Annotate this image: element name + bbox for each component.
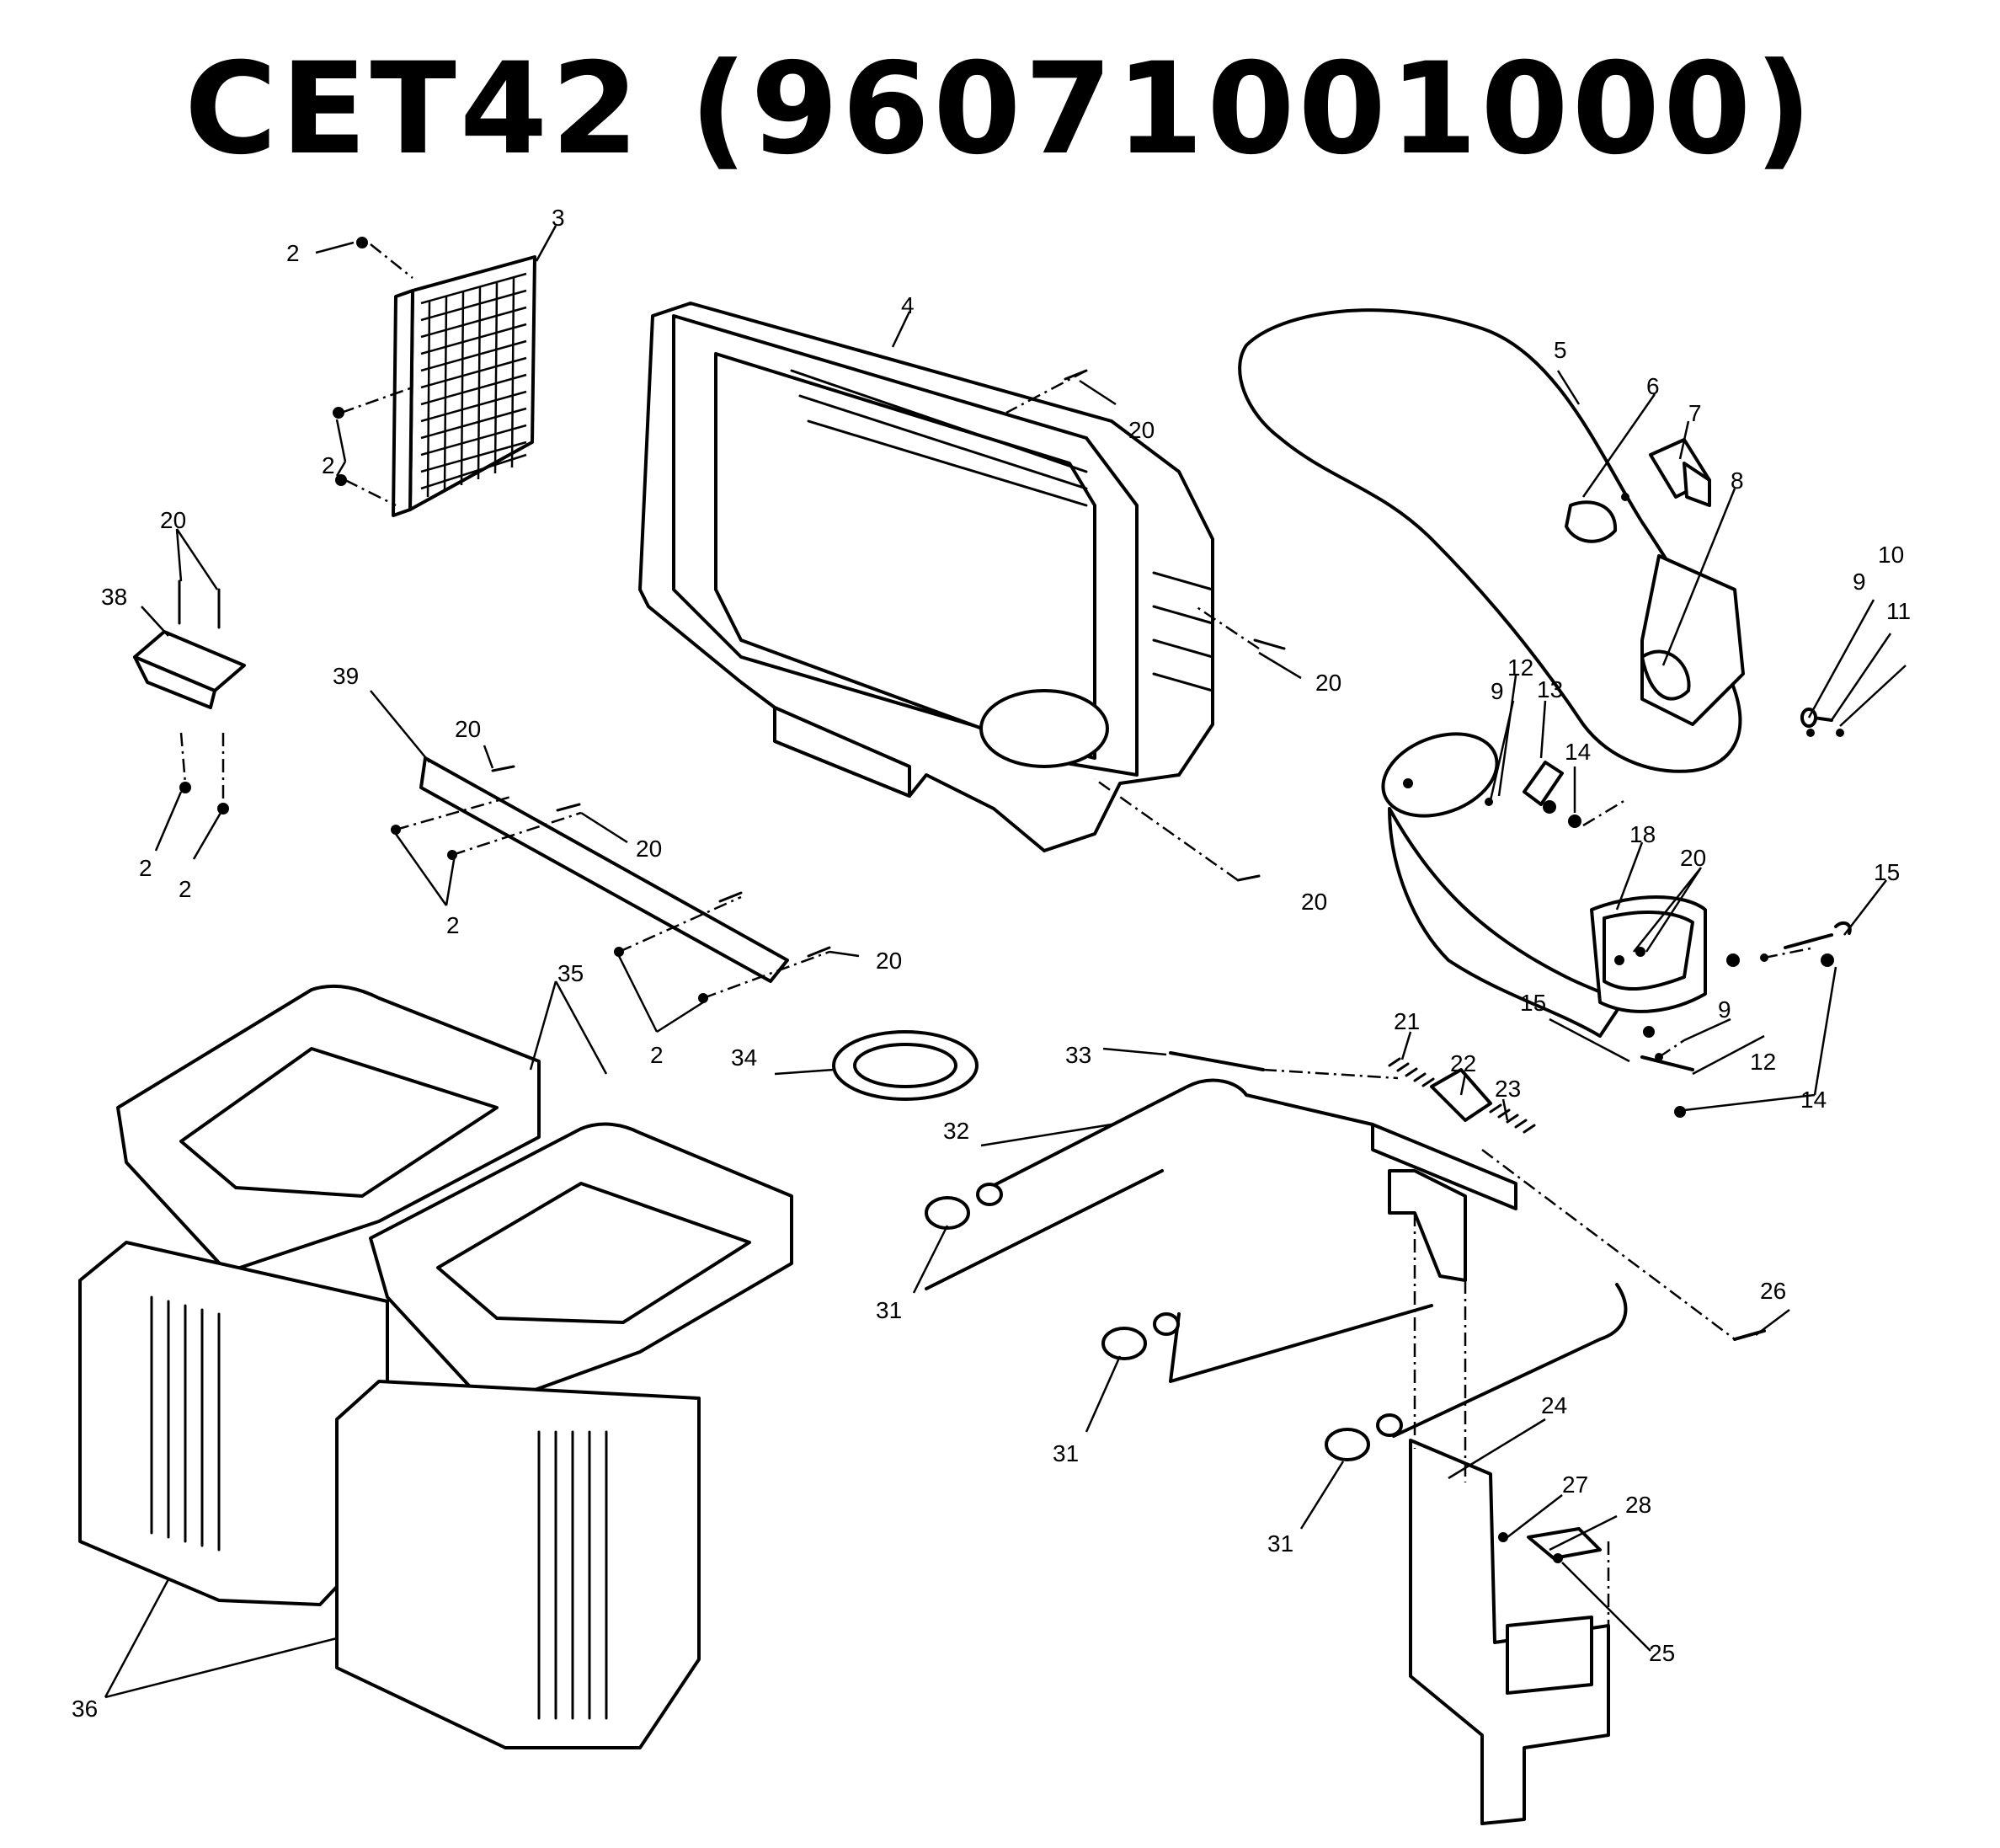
callout-34: 34 [731,1044,757,1071]
bag-right-part [335,1380,701,1749]
callout-31: 31 [1053,1440,1079,1466]
callout-20: 20 [1128,417,1155,443]
callout-2: 2 [650,1042,664,1068]
leader-lines [104,225,1907,1699]
callout-12: 12 [1507,654,1533,681]
callout-2: 2 [286,240,300,266]
callout-3: 3 [552,205,565,231]
handle-knob-part [1649,438,1711,507]
mounting-bracket-part [1409,1439,1610,1825]
callout-2: 2 [446,912,460,938]
callout-27: 27 [1562,1471,1588,1498]
bag-frame-right-part [369,1122,793,1408]
ring-part [832,1030,979,1101]
assembly-lines [179,243,1816,1626]
handle-frame-part [925,1078,1628,1438]
bracket-part [133,630,246,709]
grille-screen-part [392,255,536,517]
callout-2: 2 [179,876,192,902]
callout-22: 22 [1450,1050,1476,1076]
callout-32: 32 [943,1118,969,1144]
callout-20: 20 [636,836,662,862]
tube-cap-3-part [1325,1413,1403,1461]
callout-25: 25 [1649,1640,1675,1666]
callout-20: 20 [1680,845,1706,871]
callout-15: 15 [1874,859,1900,885]
bolt-fasteners [178,369,1286,958]
bolt-15-part [1640,921,1852,1071]
callout-36: 36 [72,1696,98,1722]
callout-31: 31 [1267,1530,1293,1557]
callout-6: 6 [1646,373,1660,399]
callout-4: 4 [901,292,915,318]
callout-9: 9 [1718,996,1731,1023]
rod-33-part [1169,1051,1265,1071]
hardware-fasteners [179,237,1844,1563]
callout-12: 12 [1750,1049,1776,1075]
callout-7: 7 [1688,400,1702,426]
callout-20: 20 [1315,670,1341,696]
callout-33: 33 [1065,1042,1091,1068]
bag-frame-left-part [116,984,541,1274]
callout-35: 35 [557,960,584,986]
callout-10: 10 [1878,542,1904,568]
callout-26: 26 [1760,1278,1786,1304]
tube-cap-2-part [1101,1312,1180,1360]
callout-8: 8 [1731,467,1744,494]
hinge-13-part [1523,761,1564,806]
callout-2: 2 [322,452,335,478]
deflector-strip-part [419,756,789,983]
callout-14: 14 [1565,739,1591,765]
callout-labels: 2 3 2 4 20 5 6 7 8 20 38 20 2 2 39 20 20… [72,205,1911,1722]
callout-13: 13 [1537,676,1563,702]
bagger-housing-part [638,302,1214,852]
spring-21-part [1388,1057,1435,1087]
callout-20: 20 [876,948,902,974]
callout-9: 9 [1853,569,1866,595]
callout-2: 2 [139,855,152,881]
pin-10-part [1800,708,1833,728]
spring-23-part [1489,1103,1536,1134]
rubber-flap-part [1565,500,1618,543]
callout-20: 20 [160,507,186,533]
callout-39: 39 [333,663,359,689]
tube-cap-1-part [925,1183,1003,1230]
callout-5: 5 [1554,337,1567,363]
callout-31: 31 [876,1297,902,1323]
callout-14: 14 [1800,1087,1827,1113]
callout-11: 11 [1886,598,1911,624]
page-title: CET42 (96071001000) [184,36,1816,183]
callout-38: 38 [101,584,127,610]
callout-24: 24 [1541,1392,1567,1418]
callout-18: 18 [1629,821,1656,847]
upper-chute-part [1238,308,1745,773]
callout-15: 15 [1520,990,1546,1016]
callout-28: 28 [1625,1492,1651,1518]
callout-9: 9 [1491,678,1504,704]
callout-20: 20 [455,716,481,742]
callout-23: 23 [1495,1076,1521,1102]
callout-21: 21 [1394,1008,1420,1034]
lower-chute-part [1381,732,1707,1038]
callout-20: 20 [1301,889,1327,915]
